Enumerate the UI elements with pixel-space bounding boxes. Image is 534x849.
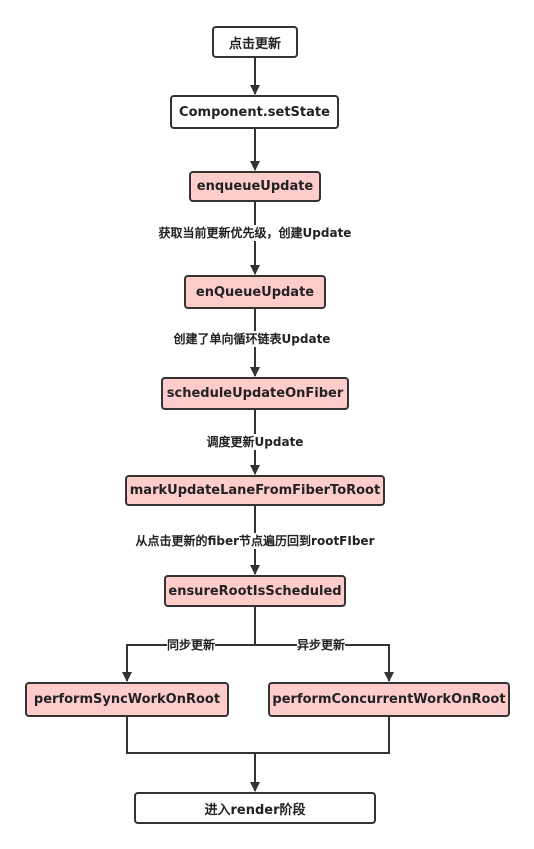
edge-label-get-priority: 获取当前更新优先级，创建Update [158,225,352,241]
node-en-queue-update: enQueueUpdate [184,275,326,309]
node-component-setstate: Component.setState [170,95,339,129]
node-perform-concurrent-work: performConcurrentWorkOnRoot [268,682,510,717]
node-enter-render: 进入render阶段 [134,792,376,824]
node-schedule-update-on-fiber: scheduleUpdateOnFiber [161,377,349,410]
node-ensure-root-scheduled: ensureRootIsScheduled [164,575,346,607]
edge-label-circular-list: 创建了单向循环链表Update [173,331,331,347]
edge-label-async-update: 异步更新 [296,637,346,653]
node-click-update: 点击更新 [212,26,298,58]
line-sync-to-join [126,717,390,754]
edge-label-traverse-root: 从点击更新的fiber节点遍历回到rootFIber [135,533,375,549]
node-perform-sync-work: performSyncWorkOnRoot [25,682,229,717]
node-mark-update-lane: markUpdateLaneFromFiberToRoot [125,475,385,506]
node-enqueue-update: enqueueUpdate [189,171,321,202]
edge-label-sync-update: 同步更新 [166,637,216,653]
edge-label-schedule-update: 调度更新Update [206,434,304,450]
